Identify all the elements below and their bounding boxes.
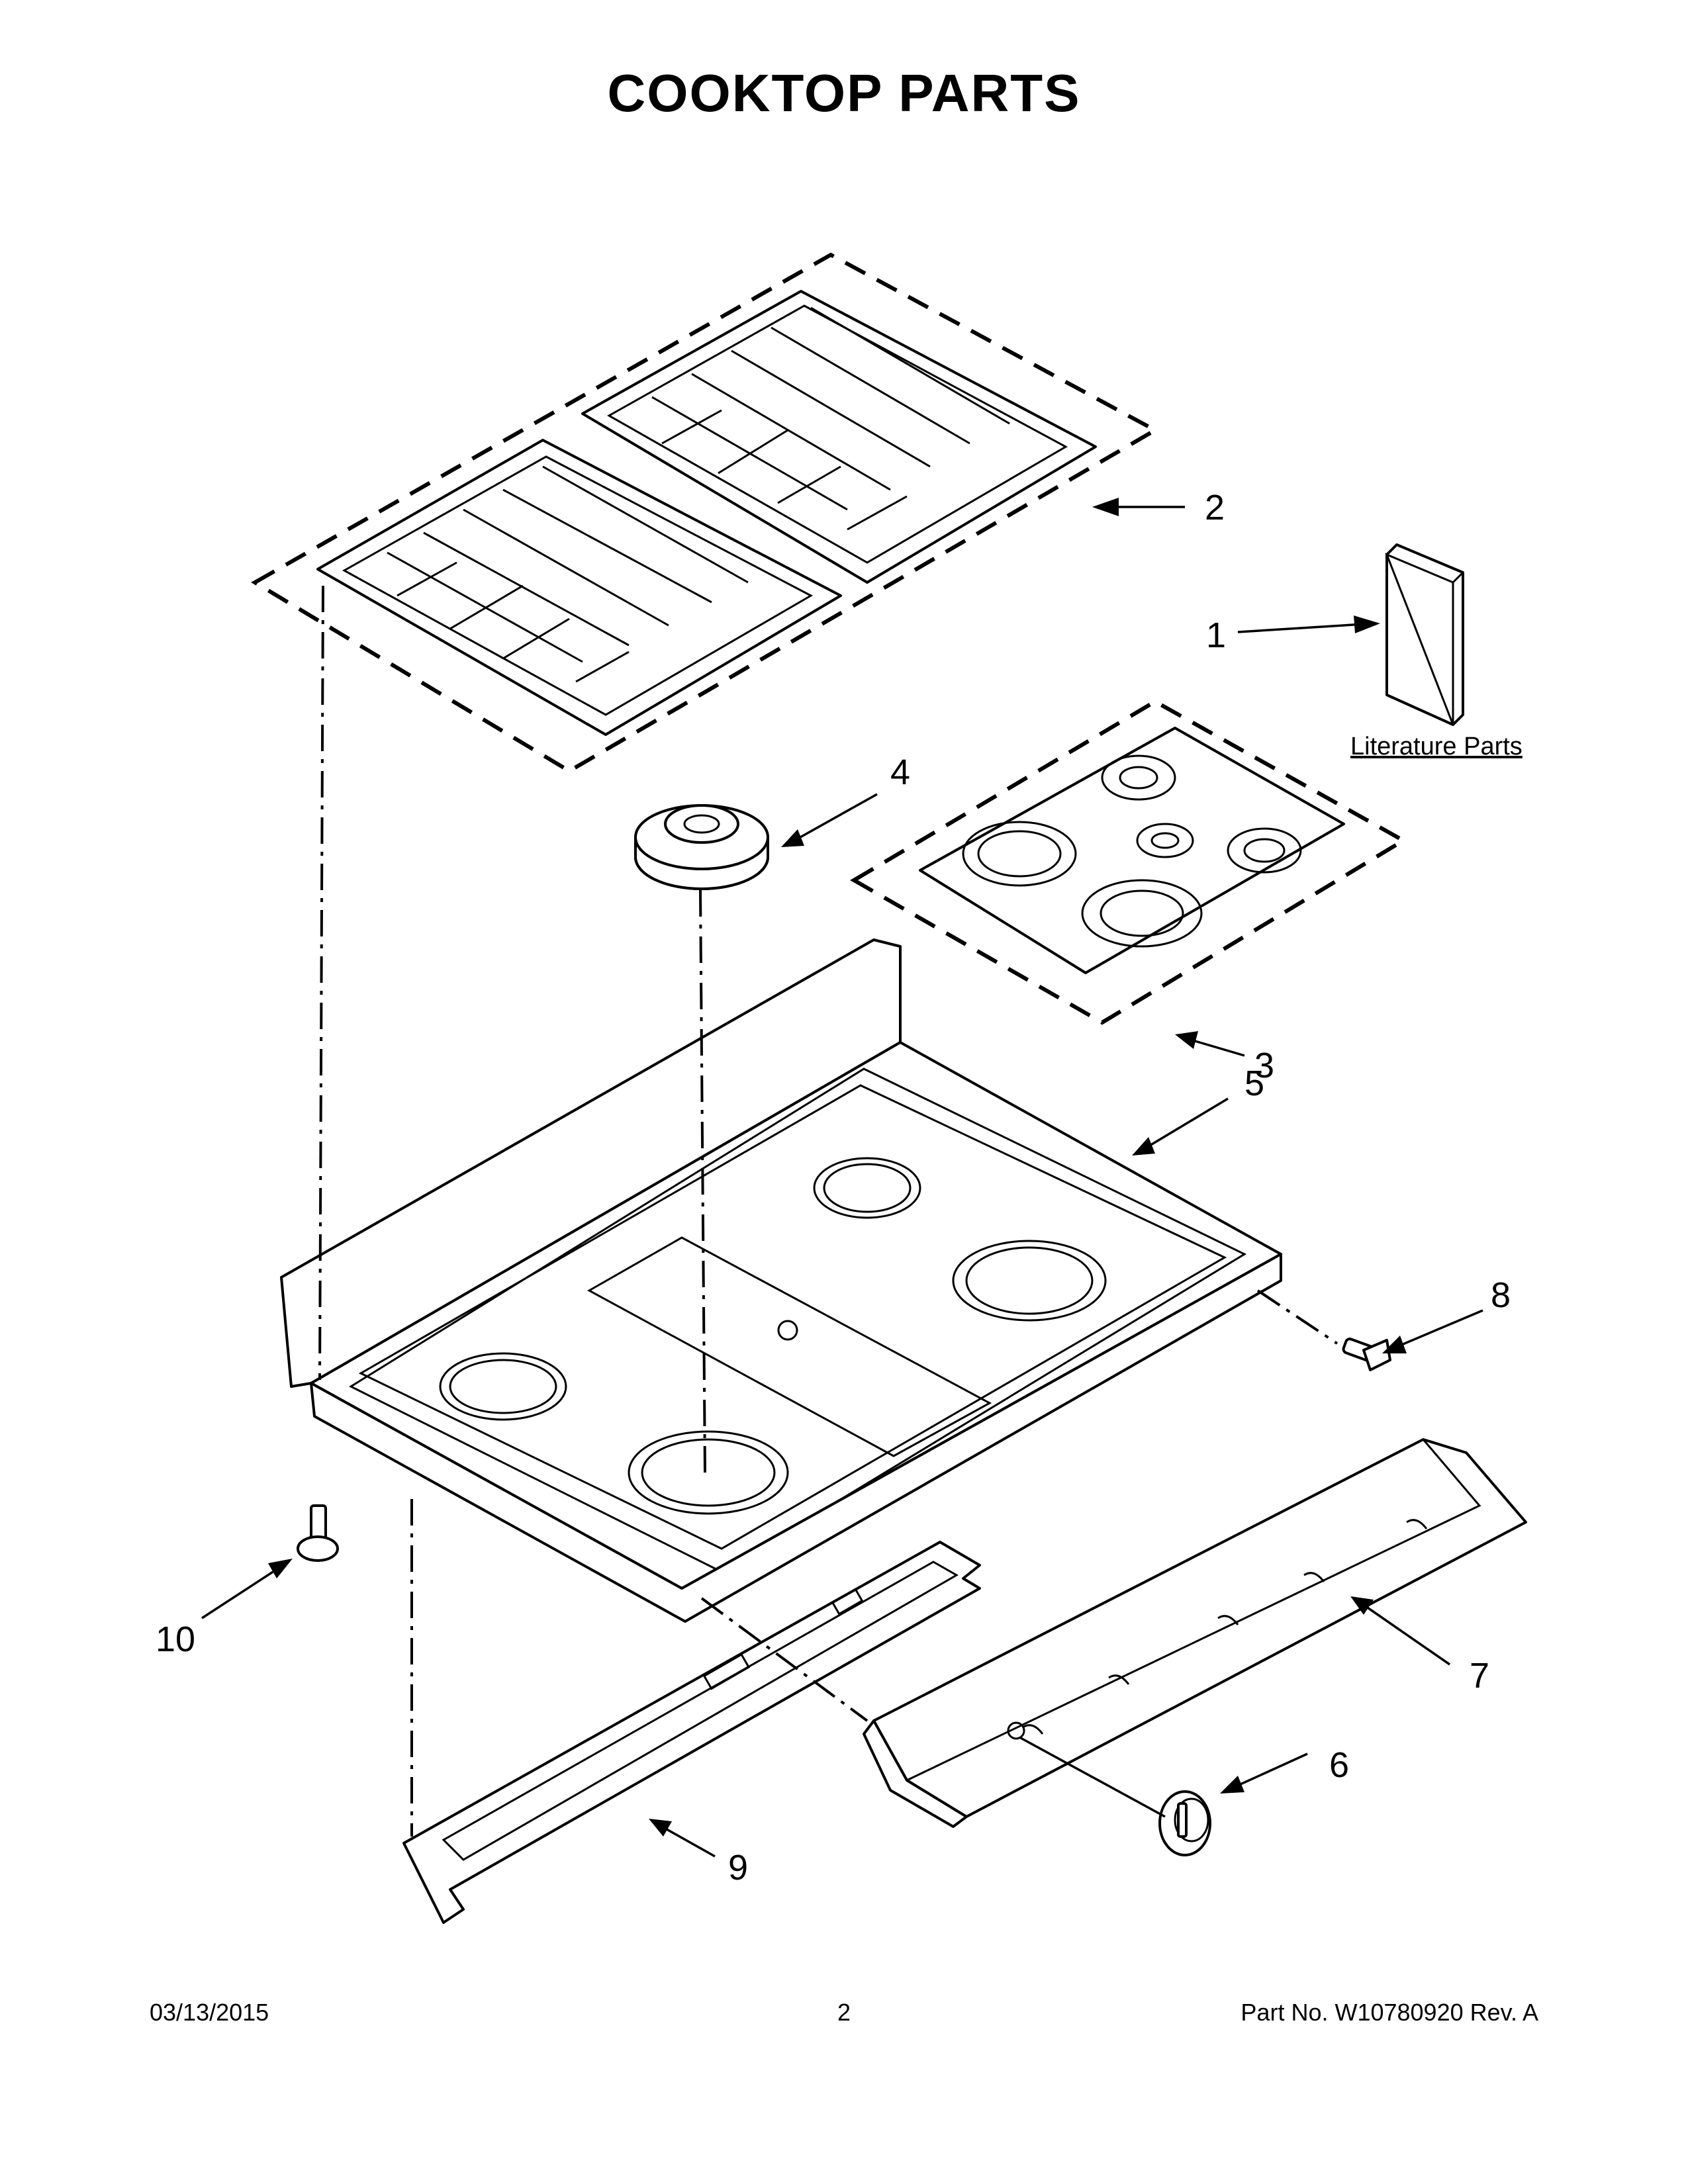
phantom-line-panel	[700, 1597, 868, 1722]
literature-book	[1385, 543, 1464, 726]
phantom-line-grate-to-box	[318, 585, 324, 1381]
phantom-line-screw	[1256, 1289, 1338, 1345]
footer-part-number: Part No. W10780920 Rev. A	[1241, 1999, 1538, 2026]
callout-6: 6	[1329, 1745, 1349, 1785]
cooktop-top-group	[850, 699, 1407, 1025]
grates-dashed-outline	[251, 252, 1160, 774]
manifold-bracket	[402, 1541, 981, 1924]
cooktop-dashed-outline	[850, 699, 1407, 1025]
leader-arrows	[201, 498, 1483, 1858]
callout-10: 10	[156, 1619, 195, 1659]
footer-page-number: 2	[837, 1999, 851, 2026]
page-title: COOKTOP PARTS	[607, 64, 1081, 122]
callout-3: 3	[1254, 1046, 1274, 1085]
grates-group	[251, 252, 1160, 774]
control-knob	[1158, 1790, 1211, 1856]
callout-8: 8	[1491, 1275, 1511, 1315]
callout-1: 1	[1206, 615, 1226, 655]
screw	[1342, 1338, 1391, 1371]
burner-box	[280, 938, 1282, 1623]
grate-right	[581, 290, 1097, 584]
literature-parts-label: Literature Parts	[1350, 733, 1523, 760]
ignitor	[297, 1504, 339, 1562]
footer-date: 03/13/2015	[150, 1999, 269, 2026]
control-panel	[863, 1438, 1527, 1828]
phantom-line-burner-to-box	[699, 889, 706, 1473]
callout-9: 9	[728, 1848, 748, 1888]
burner-base	[634, 804, 769, 890]
callout-7: 7	[1470, 1656, 1489, 1696]
callout-2: 2	[1205, 488, 1225, 527]
callout-5: 5	[1244, 1064, 1264, 1103]
phantom-line-knob	[1019, 1736, 1166, 1818]
grate-left	[316, 439, 842, 736]
callout-4: 4	[890, 752, 910, 792]
